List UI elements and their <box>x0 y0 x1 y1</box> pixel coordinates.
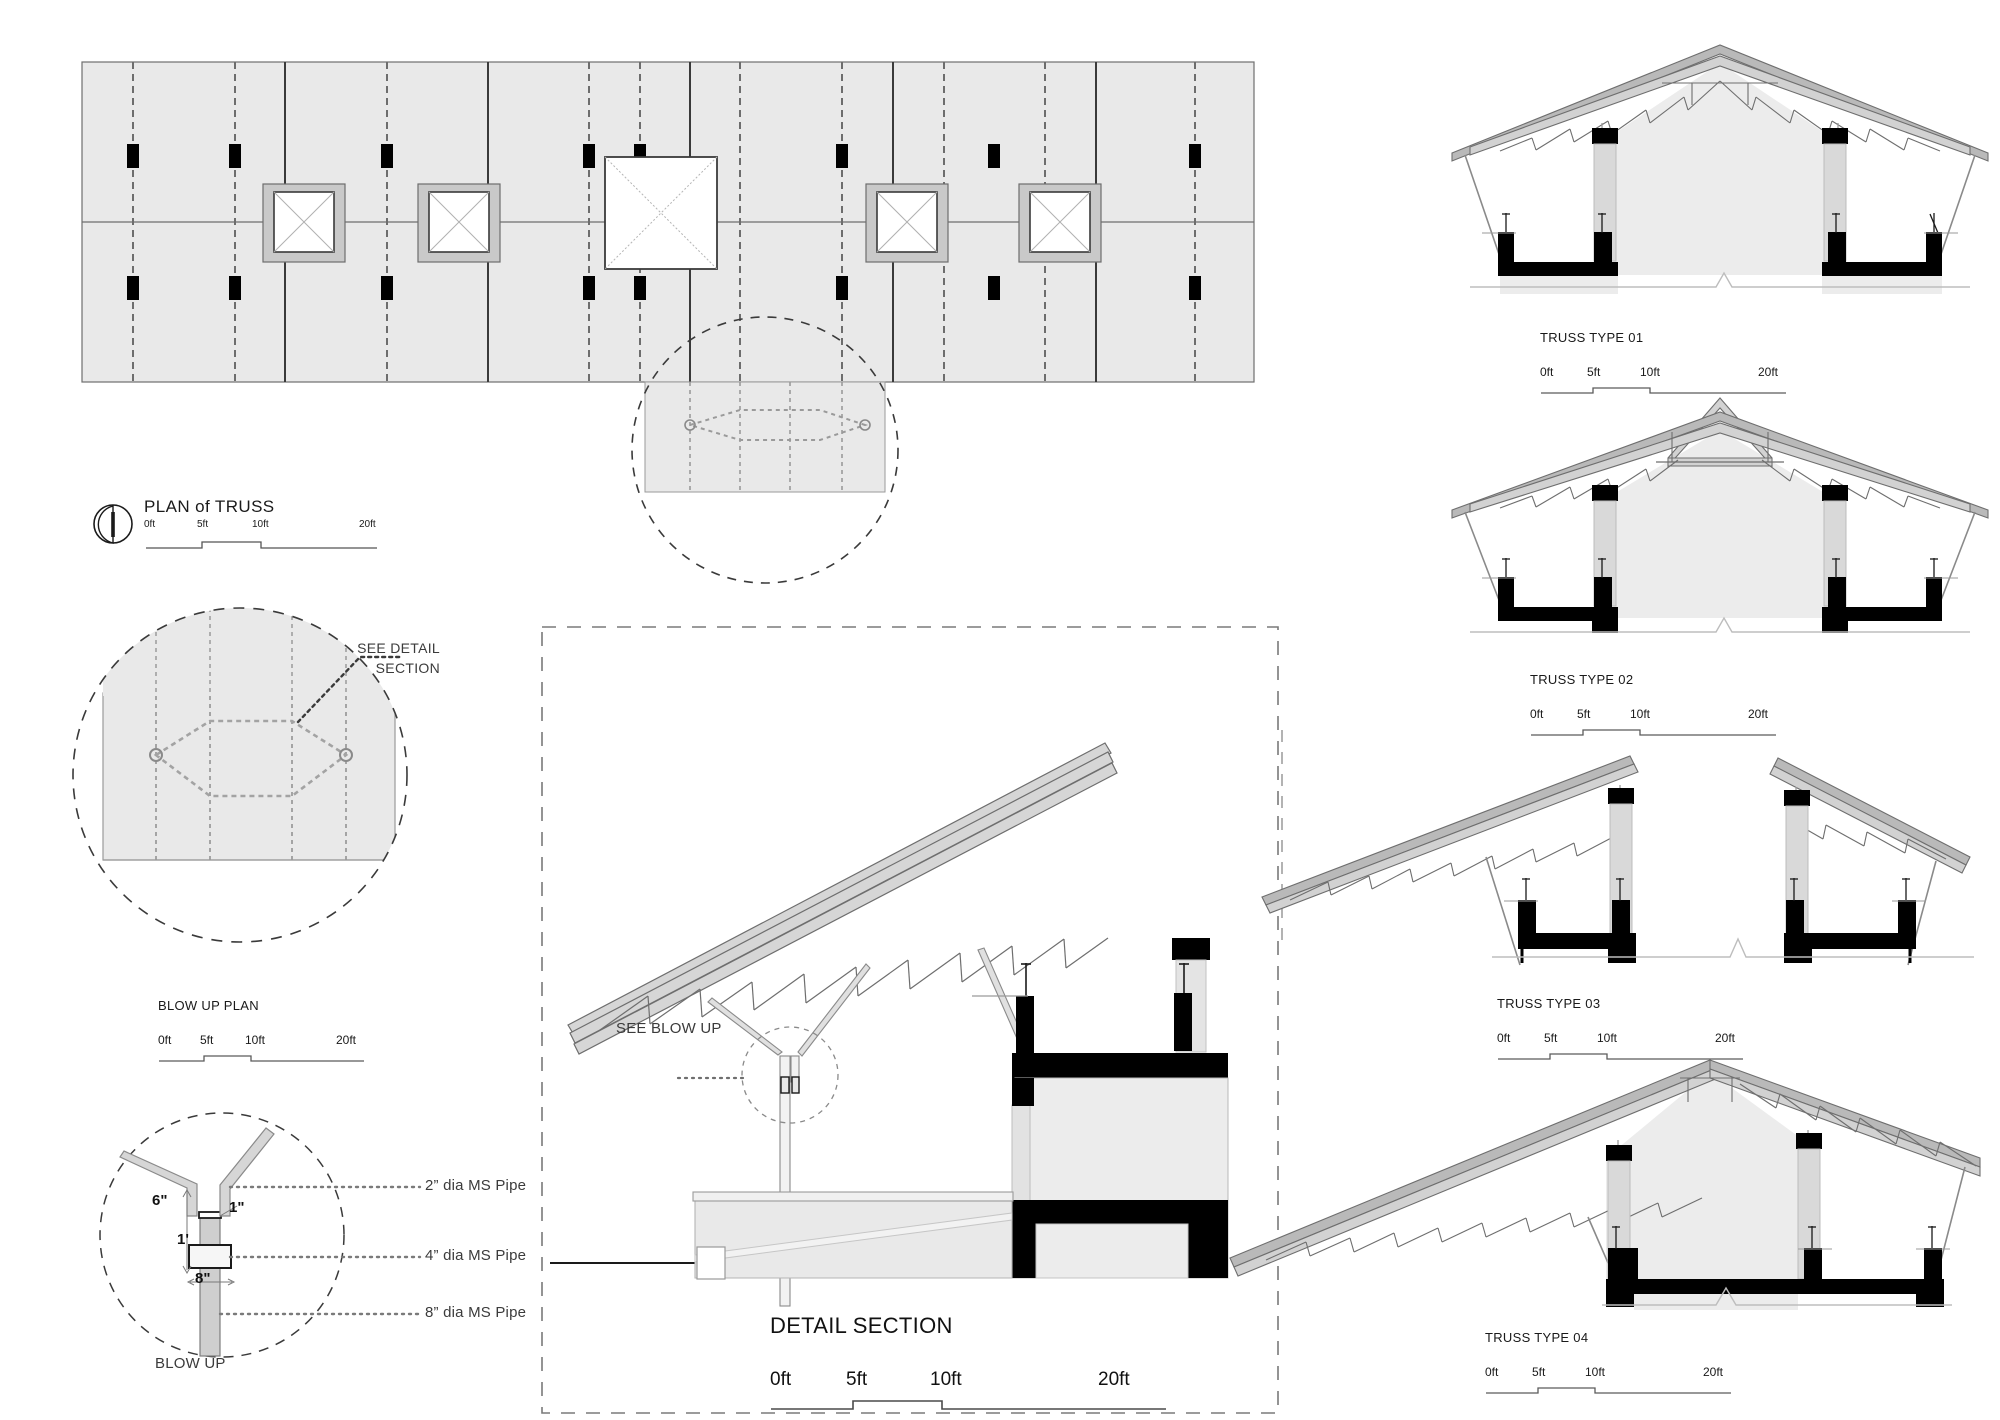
scale-tick-3: 20ft <box>336 1033 357 1047</box>
scale-tick-0: 0ft <box>144 519 156 530</box>
scale-tick-3: 20ft <box>1758 365 1779 379</box>
truss-type-02-titleblock: TRUSS TYPE 02 0ft 5ft 10ft 20ft <box>1530 672 1810 736</box>
scale-tick-1: 5ft <box>200 1033 214 1047</box>
truss-type-03-scalebar: 0ft 5ft 10ft 20ft <box>1497 1031 1757 1063</box>
detail-section-truss <box>567 742 1118 1055</box>
scale-tick-1: 5ft <box>846 1369 868 1390</box>
blow-up-dim-label-1ft: 1' <box>177 1231 189 1248</box>
detail-section-titleblock: DETAIL SECTION 0ft 5ft 10ft 20ft <box>770 1313 1190 1410</box>
truss-type-02-drawing <box>1440 370 2000 633</box>
scale-tick-2: 10ft <box>245 1033 266 1047</box>
plan-detail-callout <box>631 316 899 584</box>
truss-type-04-drawing <box>1210 1030 2000 1320</box>
scale-tick-2: 10ft <box>1597 1031 1618 1045</box>
scale-tick-2: 10ft <box>252 519 269 530</box>
scale-tick-3: 20ft <box>359 519 376 530</box>
truss-type-01-scalebar: 0ft 5ft 10ft 20ft <box>1540 365 1800 397</box>
detail-section-platform <box>692 1191 1014 1280</box>
blow-up-dim-6in <box>182 1188 192 1275</box>
truss-type-03-titleblock: TRUSS TYPE 03 0ft 5ft 10ft 20ft <box>1497 996 1777 1060</box>
see-detail-section-line2: SECTION <box>375 660 440 677</box>
blow-up-label-8in-pipe: 8” dia MS Pipe <box>425 1304 527 1321</box>
blow-up-dim-label-8in: 8" <box>195 1270 211 1287</box>
blow-up-label-4in-pipe: 4” dia MS Pipe <box>425 1247 527 1264</box>
plan-skylight-small <box>262 183 1102 263</box>
blow-up-plan-drawing <box>70 600 470 980</box>
scale-tick-0: 0ft <box>770 1369 792 1390</box>
scale-tick-2: 10ft <box>930 1369 962 1390</box>
truss-type-04-titleblock: TRUSS TYPE 04 0ft 5ft 10ft 20ft <box>1485 1330 1765 1394</box>
plan-of-truss-drawing <box>0 0 1270 600</box>
truss-type-04-title: TRUSS TYPE 04 <box>1485 1330 1589 1345</box>
truss-type-04-scalebar: 0ft 5ft 10ft 20ft <box>1485 1365 1745 1397</box>
north-arrow-icon <box>92 503 134 545</box>
blow-up-sleeve-4in <box>188 1244 232 1269</box>
truss-type-02-title: TRUSS TYPE 02 <box>1530 672 1634 687</box>
scale-tick-1: 5ft <box>1587 365 1601 379</box>
blow-up-plan-title: BLOW UP PLAN <box>158 998 259 1013</box>
see-detail-section-callout: SEE DETAIL SECTION <box>330 638 440 679</box>
blow-up-drawing <box>70 1090 540 1420</box>
blow-up-plan-titleblock: BLOW UP PLAN 0ft 5ft 10ft 20ft <box>158 998 418 1062</box>
truss-columns <box>1498 128 1942 264</box>
scale-tick-2: 10ft <box>1585 1365 1606 1379</box>
blow-up-dim-8in <box>186 1278 236 1286</box>
blow-up-dim-label-6in: 6" <box>152 1192 168 1209</box>
scale-tick-3: 20ft <box>1703 1365 1724 1379</box>
scale-tick-2: 10ft <box>1640 365 1661 379</box>
blow-up-label-2in-pipe: 2” dia MS Pipe <box>425 1177 527 1194</box>
detail-section-post <box>676 963 871 1307</box>
scale-tick-0: 0ft <box>1485 1365 1499 1379</box>
detail-section-title: DETAIL SECTION <box>770 1313 953 1338</box>
see-detail-section-line1: SEE DETAIL <box>357 640 440 656</box>
see-blow-up-callout: SEE BLOW UP <box>616 1020 722 1037</box>
truss-type-02-scalebar: 0ft 5ft 10ft 20ft <box>1530 707 1790 739</box>
truss-03-right <box>1769 757 1971 966</box>
plan-skylight-large <box>604 156 718 270</box>
scale-tick-1: 5ft <box>1577 707 1591 721</box>
truss-type-03-drawing <box>1230 725 2000 966</box>
scale-tick-2: 10ft <box>1630 707 1651 721</box>
plan-of-truss-scalebar: 0ft 5ft 10ft 20ft <box>144 519 384 555</box>
blow-up-dim-label-1in: 1" <box>229 1199 245 1216</box>
truss-columns <box>1498 485 1942 609</box>
detail-section-wall <box>972 938 1229 1279</box>
scale-tick-1: 5ft <box>1532 1365 1546 1379</box>
blow-up-dim-1in-leader <box>219 1205 238 1217</box>
truss-03-left <box>1261 755 1639 966</box>
blow-up-plan-scalebar: 0ft 5ft 10ft 20ft <box>158 1033 408 1067</box>
scale-tick-1: 5ft <box>1544 1031 1558 1045</box>
scale-tick-0: 0ft <box>158 1033 172 1047</box>
scale-tick-0: 0ft <box>1540 365 1554 379</box>
truss-type-01-titleblock: TRUSS TYPE 01 0ft 5ft 10ft 20ft <box>1540 330 1820 394</box>
scale-tick-3: 20ft <box>1098 1369 1130 1390</box>
blow-up-pipe-right <box>219 1127 275 1217</box>
truss-type-01-drawing <box>1440 25 2000 294</box>
detail-section-frame <box>540 625 1280 1415</box>
plan-column-markers <box>127 144 1201 300</box>
plan-of-truss-title: PLAN of TRUSS <box>144 497 275 516</box>
detail-section-scalebar: 0ft 5ft 10ft 20ft <box>770 1369 1190 1413</box>
plan-of-truss-titleblock: PLAN of TRUSS 0ft 5ft 10ft 20ft <box>92 497 412 549</box>
blow-up-pipe-left <box>119 1150 198 1217</box>
truss-type-01-title: TRUSS TYPE 01 <box>1540 330 1644 345</box>
scale-tick-1: 5ft <box>197 519 209 530</box>
blow-up-title: BLOW UP <box>155 1355 226 1372</box>
scale-tick-0: 0ft <box>1497 1031 1511 1045</box>
scale-tick-3: 20ft <box>1748 707 1769 721</box>
scale-tick-0: 0ft <box>1530 707 1544 721</box>
detail-section-drawing <box>550 700 1260 1307</box>
truss-type-03-title: TRUSS TYPE 03 <box>1497 996 1601 1011</box>
scale-tick-3: 20ft <box>1715 1031 1736 1045</box>
